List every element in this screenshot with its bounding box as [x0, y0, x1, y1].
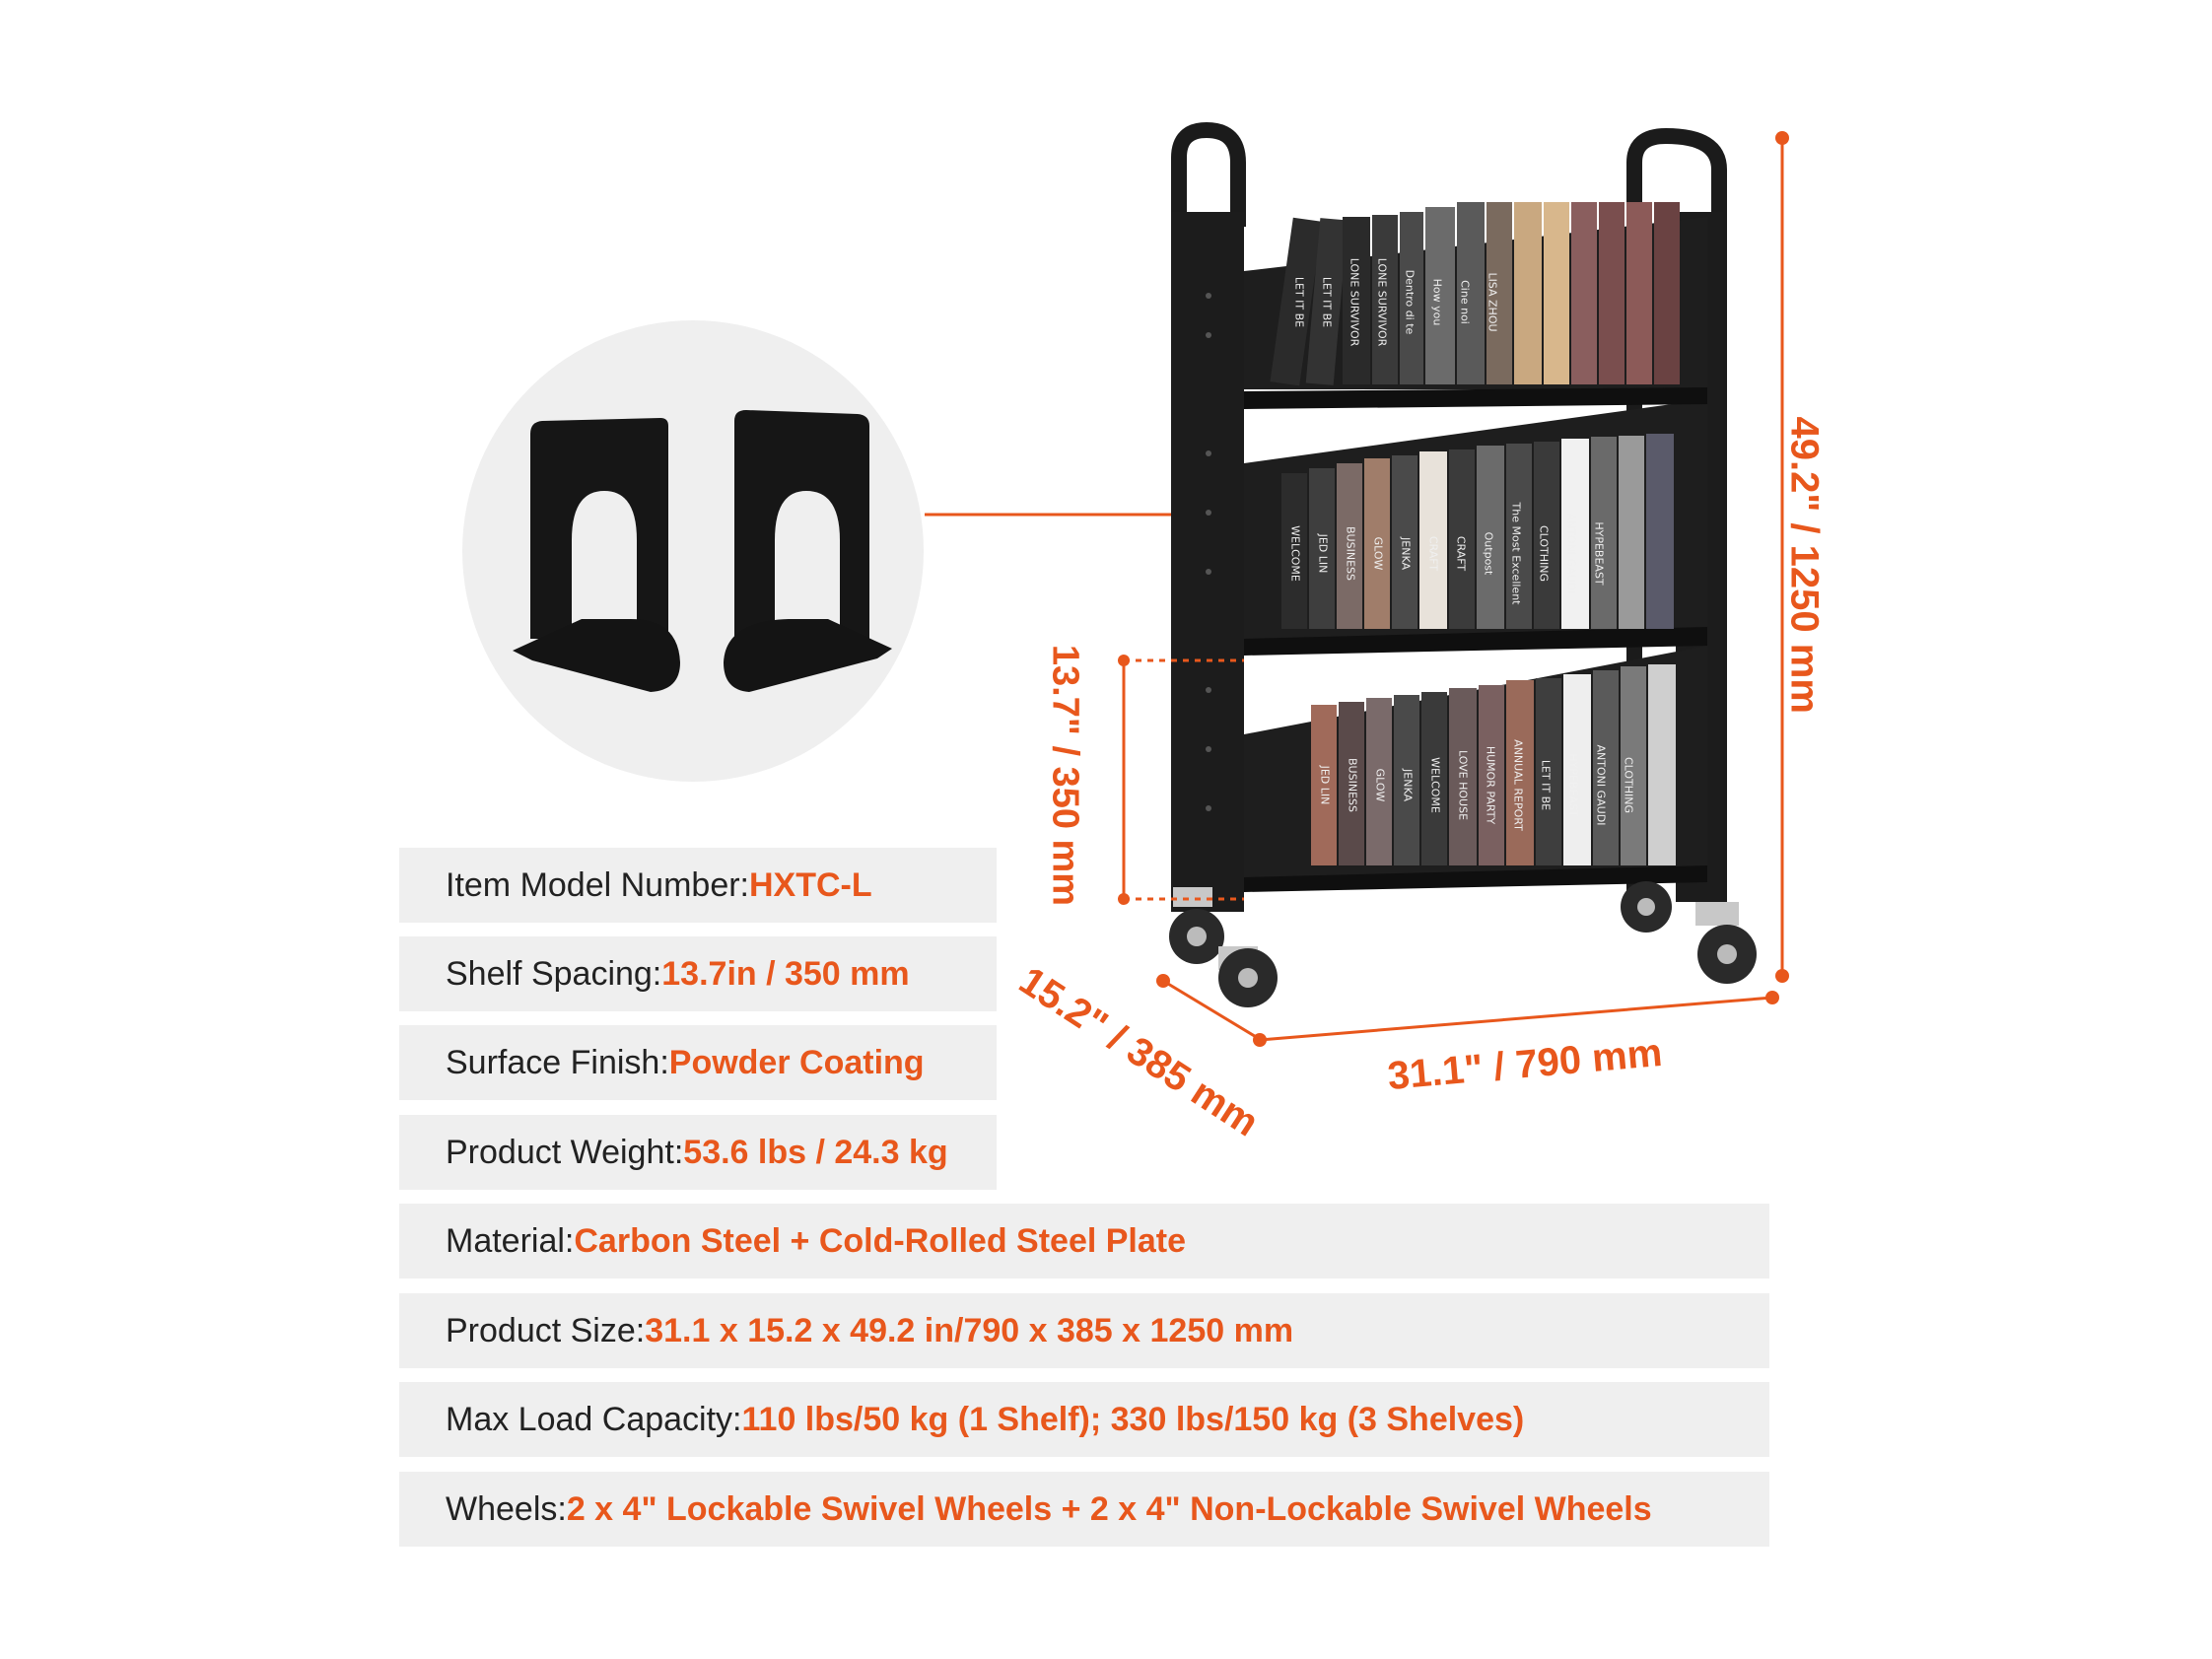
- book-spine-text: JENKA: [1401, 769, 1415, 801]
- book-spine-text: LISA ZHOU: [1486, 272, 1499, 332]
- book-spine-text: LONE SURVIVOR: [1375, 257, 1389, 347]
- spec-row-product-weight: Product Weight: 53.6 lbs / 24.3 kg: [399, 1115, 997, 1190]
- book-spine-text: LET IT BE: [1292, 276, 1306, 328]
- book-spine-text: CRAFT: [1454, 535, 1468, 572]
- spec-label: Product Size:: [446, 1311, 646, 1349]
- spec-row-product-size: Product Size: 31.1 x 15.2 x 49.2 in/790 …: [399, 1293, 1769, 1368]
- book-spine-text: How you: [1430, 278, 1444, 326]
- dimension-lines: [1118, 131, 1789, 1047]
- spec-row-surface-finish: Surface Finish: Powder Coating: [399, 1025, 997, 1100]
- spec-label: Surface Finish:: [446, 1043, 669, 1081]
- book-spine-text: WELCOME: [1428, 757, 1442, 813]
- book-spine-text: HYPEBEAST: [1592, 521, 1606, 586]
- book-cart: [1169, 121, 1757, 1007]
- book-spine-text: ANTONI GAUDI: [1564, 513, 1578, 594]
- book-spine-text: LET IT BE: [1539, 759, 1553, 811]
- spec-label: Max Load Capacity:: [446, 1400, 742, 1438]
- spec-label: Wheels:: [446, 1489, 567, 1528]
- book-spine-text: CLOTHING: [1537, 524, 1551, 583]
- book-spine-text: BUSINESS: [1346, 758, 1359, 812]
- book-spine-text: HYPEBEAST: [1566, 753, 1580, 817]
- spec-row-shelf-spacing: Shelf Spacing: 13.7in / 350 mm: [399, 936, 997, 1011]
- spec-value: 13.7in / 350 mm: [661, 954, 910, 993]
- spec-row-model-number: Item Model Number: HXTC-L: [399, 848, 997, 923]
- spec-row-wheels: Wheels: 2 x 4" Lockable Swivel Wheels + …: [399, 1472, 1769, 1547]
- book-spine-text: LOVE HOUSE: [1456, 749, 1470, 821]
- book-spine-text: Dentro di te: [1403, 269, 1417, 335]
- book-spine-text: CRAFT: [1426, 535, 1440, 572]
- book-spine-text: The Most Excellent: [1509, 502, 1523, 605]
- spec-row-material: Material: Carbon Steel + Cold-Rolled Ste…: [399, 1204, 1769, 1279]
- bookend-icon: [513, 410, 892, 692]
- spec-value: Carbon Steel + Cold-Rolled Steel Plate: [574, 1221, 1187, 1260]
- book-spine-text: JED LIN: [1318, 765, 1332, 805]
- book-spine-text: ANNUAL REPORT: [1511, 739, 1525, 831]
- spec-value: Powder Coating: [668, 1043, 925, 1081]
- spec-label: Product Weight:: [446, 1133, 684, 1171]
- spec-value: 2 x 4" Lockable Swivel Wheels + 2 x 4" N…: [566, 1489, 1652, 1528]
- shelf-spacing-dimension-label: 13.7" / 350 mm: [1044, 644, 1086, 907]
- spec-value: 53.6 lbs / 24.3 kg: [683, 1133, 948, 1171]
- book-spine-text: BUSINESS: [1344, 526, 1357, 581]
- spec-label: Item Model Number:: [446, 865, 749, 904]
- book-spine-text: LONE SURVIVOR: [1348, 257, 1361, 347]
- book-spine-text: HUMOR PARTY: [1484, 745, 1497, 825]
- book-spine-text: Cine noi: [1458, 280, 1472, 324]
- book-spine-text: GLOW: [1373, 768, 1387, 802]
- spec-value: HXTC-L: [749, 865, 872, 904]
- book-spine-text: JED LIN: [1316, 533, 1330, 574]
- book-spine-text: CLOTHING: [1622, 756, 1635, 814]
- book-spine-text: WELCOME: [1288, 525, 1302, 582]
- spec-label: Shelf Spacing:: [446, 954, 662, 993]
- book-spine-text: JENKA: [1399, 537, 1413, 570]
- spec-row-max-load: Max Load Capacity: 110 lbs/50 kg (1 Shel…: [399, 1382, 1769, 1457]
- book-spine-text: GLOW: [1371, 536, 1385, 571]
- book-spine-text: LET IT BE: [1320, 276, 1334, 328]
- book-spine-text: ANTONI GAUDI: [1594, 744, 1608, 826]
- spec-value: 110 lbs/50 kg (1 Shelf); 330 lbs/150 kg …: [741, 1400, 1525, 1438]
- height-dimension-label: 49.2" / 1250 mm: [1782, 416, 1827, 714]
- spec-label: Material:: [446, 1221, 575, 1260]
- book-spine-text: Outpost: [1482, 531, 1495, 576]
- spec-value: 31.1 x 15.2 x 49.2 in/790 x 385 x 1250 m…: [645, 1311, 1294, 1349]
